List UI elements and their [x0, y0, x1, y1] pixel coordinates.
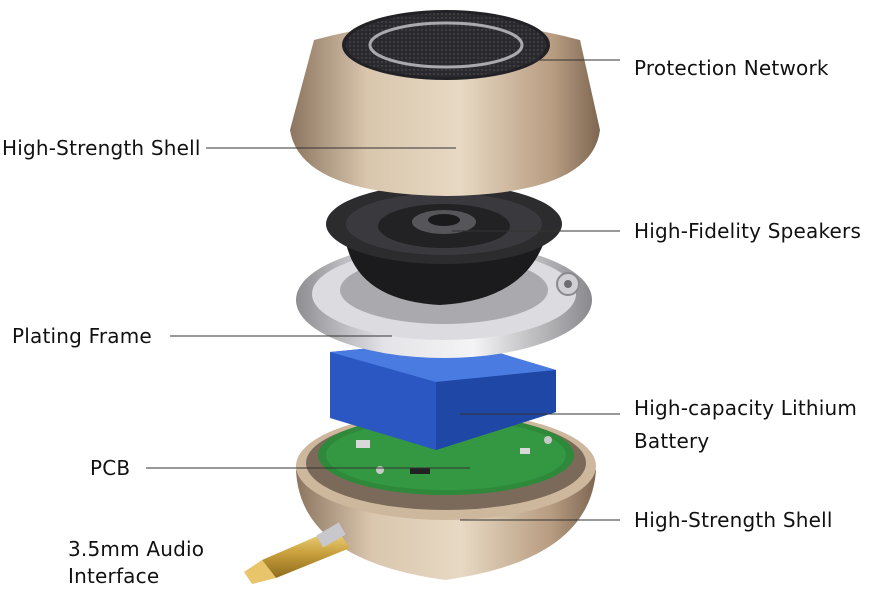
- label-battery-line2: Battery: [634, 429, 710, 453]
- label-top-shell: High-Strength Shell: [2, 136, 201, 160]
- label-audio-line2: Interface: [68, 564, 160, 588]
- label-audio-line1: 3.5mm Audio: [68, 537, 205, 561]
- audio-jack: [244, 522, 350, 584]
- speaker-driver: [326, 184, 562, 305]
- label-protection-network: Protection Network: [634, 56, 829, 80]
- label-bottom-shell: High-Strength Shell: [634, 508, 833, 532]
- label-pcb: PCB: [90, 456, 131, 480]
- label-speakers: High-Fidelity Speakers: [634, 219, 862, 243]
- leader-lines: [146, 59, 620, 521]
- label-plating-frame: Plating Frame: [12, 324, 152, 348]
- pcb-board: [318, 415, 574, 495]
- top-shell: [290, 10, 600, 196]
- label-battery-line1: High-capacity Lithium: [634, 396, 858, 420]
